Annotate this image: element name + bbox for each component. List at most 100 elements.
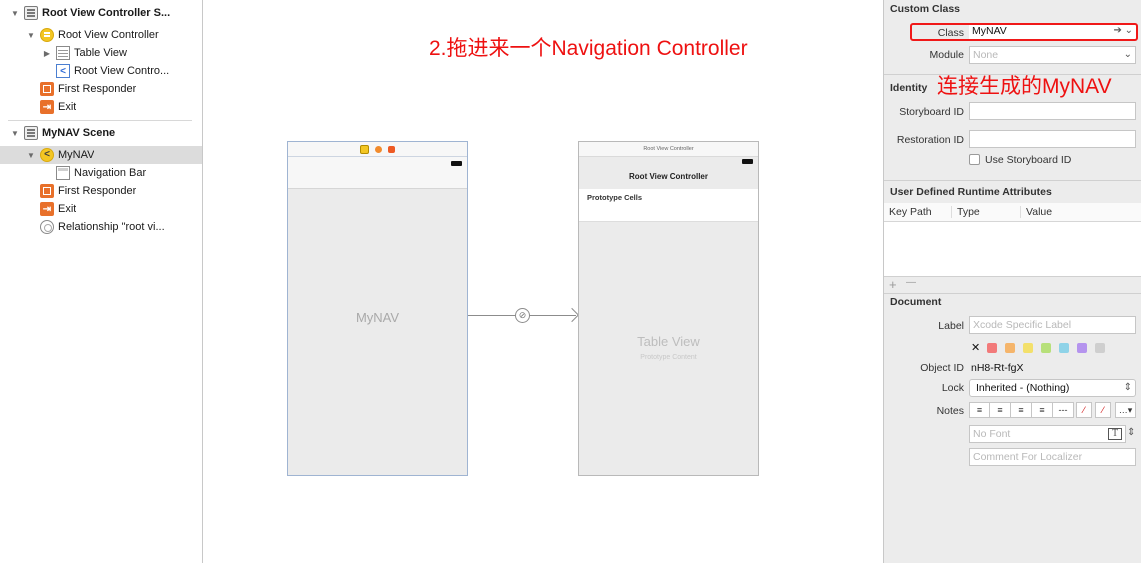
view-controller-icon[interactable] xyxy=(360,144,369,154)
align-natural-icon[interactable]: --- xyxy=(1053,402,1074,418)
use-storyboard-id-label: Use Storyboard ID xyxy=(985,154,1072,166)
comment-for-localizer-input[interactable]: Comment For Localizer xyxy=(969,448,1136,466)
class-value: MyNAV xyxy=(972,25,1007,37)
disclosure-collapse-icon[interactable]: ▼ xyxy=(27,30,35,40)
lock-label: Lock xyxy=(941,382,964,394)
annotation-connect-mynav: 连接生成的MyNAV xyxy=(937,75,1112,98)
mynav-navigation-controller-scene[interactable]: MyNAV xyxy=(287,141,468,476)
section-runtime-attributes-title: User Defined Runtime Attributes xyxy=(890,186,1052,198)
first-responder-icon[interactable] xyxy=(375,145,382,153)
font-placeholder: No Font xyxy=(973,428,1011,440)
table-view-subtitle: Prototype Content xyxy=(640,354,697,361)
font-stepper-icon[interactable]: ⇕ xyxy=(1127,427,1136,438)
navigation-title[interactable]: Root View Controller xyxy=(629,172,708,181)
column-type[interactable]: Type xyxy=(951,206,980,218)
exit-icon[interactable] xyxy=(388,145,395,153)
prototype-cells-section[interactable]: Prototype Cells xyxy=(579,189,758,222)
outline-label: Root View Controller xyxy=(58,29,159,41)
stepper-icon[interactable]: ⇕ xyxy=(1123,382,1132,393)
class-actions[interactable]: ➔ ⌄ xyxy=(1113,24,1133,38)
add-attribute-button[interactable]: + xyxy=(889,277,897,292)
view-controller-icon xyxy=(40,28,54,42)
disclosure-collapse-icon[interactable]: ▼ xyxy=(11,128,19,138)
color-swatch-yellow[interactable] xyxy=(1023,343,1033,353)
storyboard-id-label: Storyboard ID xyxy=(899,106,964,118)
outline-first-responder[interactable]: First Responder xyxy=(0,182,202,200)
section-divider xyxy=(884,74,1141,75)
more-options-icon[interactable]: …▾ xyxy=(1115,402,1136,418)
color-swatch-red[interactable] xyxy=(987,343,997,353)
scene-icon xyxy=(24,6,38,20)
segue-icon[interactable]: ⊘ xyxy=(515,308,530,323)
color-swatch-gray[interactable] xyxy=(1095,343,1105,353)
clear-color-icon[interactable]: ✕ xyxy=(971,342,981,354)
document-label-placeholder: Xcode Specific Label xyxy=(973,319,1072,331)
outline-label: MyNAV Scene xyxy=(42,127,116,139)
outline-mynav-scene[interactable]: ▼ MyNAV Scene xyxy=(0,124,202,142)
remove-attribute-button[interactable]: — xyxy=(906,277,916,288)
outline-first-responder[interactable]: First Responder xyxy=(0,80,202,98)
scene-label: MyNAV xyxy=(355,310,400,325)
color-swatch-green[interactable] xyxy=(1041,343,1051,353)
background-color-icon[interactable]: ⁄ xyxy=(1095,402,1111,418)
font-field[interactable]: No Font T xyxy=(969,425,1126,443)
chevron-down-icon[interactable]: ⌄ xyxy=(1123,49,1132,60)
disclosure-collapse-icon[interactable]: ▼ xyxy=(11,8,19,18)
disclosure-expand-icon[interactable]: ▶ xyxy=(43,48,51,58)
outline-navigation-bar[interactable]: Navigation Bar xyxy=(0,164,202,182)
first-responder-icon xyxy=(40,82,54,96)
outline-table-view[interactable]: ▶ Table View xyxy=(0,44,202,62)
outline-navigation-item[interactable]: < Root View Contro... xyxy=(0,62,202,80)
align-left-icon[interactable]: ≡ xyxy=(969,402,990,418)
font-picker-icon[interactable]: T xyxy=(1108,428,1122,440)
outline-exit[interactable]: ⇥ Exit xyxy=(0,200,202,218)
color-swatch-orange[interactable] xyxy=(1005,343,1015,353)
prototype-cells-label: Prototype Cells xyxy=(587,193,643,202)
outline-label: Table View xyxy=(74,47,127,59)
runtime-attributes-table[interactable] xyxy=(884,222,1141,277)
outline-label: First Responder xyxy=(58,185,137,197)
storyboard-id-input[interactable] xyxy=(969,102,1136,120)
class-label: Class xyxy=(937,27,964,39)
align-justify-icon[interactable]: ≡ xyxy=(1032,402,1053,418)
runtime-attributes-table-header: Key Path Type Value xyxy=(884,203,1141,222)
outline-mynav[interactable]: ▼ < MyNAV xyxy=(0,146,202,164)
outline-exit[interactable]: ⇥ Exit xyxy=(0,98,202,116)
color-swatch-blue[interactable] xyxy=(1059,343,1069,353)
chevron-down-icon[interactable]: ⌄ xyxy=(1124,25,1133,36)
root-view-controller-scene[interactable]: Root View Controller Root View Controlle… xyxy=(578,141,759,476)
navigation-bar[interactable] xyxy=(288,157,467,189)
storyboard-canvas[interactable]: 2.拖进来一个Navigation Controller MyNAV ⊘ Roo… xyxy=(203,0,883,563)
outline-label: Navigation Bar xyxy=(74,167,147,179)
scene-icon xyxy=(24,126,38,140)
disclosure-collapse-icon[interactable]: ▼ xyxy=(27,150,35,160)
color-swatch-purple[interactable] xyxy=(1077,343,1087,353)
relationship-icon xyxy=(40,220,54,234)
navigation-bar-icon xyxy=(56,166,70,180)
document-label-input[interactable]: Xcode Specific Label xyxy=(969,316,1136,334)
text-color-icon[interactable]: ⁄ xyxy=(1076,402,1092,418)
outline-label: Relationship "root vi... xyxy=(58,221,165,233)
section-divider xyxy=(884,180,1141,181)
restoration-id-input[interactable] xyxy=(969,130,1136,148)
class-field[interactable]: MyNAV ➔ ⌄ xyxy=(969,24,1136,40)
first-responder-icon xyxy=(40,184,54,198)
align-center-icon[interactable]: ≡ xyxy=(990,402,1011,418)
lock-select[interactable]: Inherited - (Nothing) ⇕ xyxy=(969,379,1136,397)
outline-root-view-controller[interactable]: ▼ Root View Controller xyxy=(0,26,202,44)
outline-root-view-controller-scene[interactable]: ▼ Root View Controller S... xyxy=(0,4,202,22)
document-label-label: Label xyxy=(938,320,964,332)
module-field[interactable]: None ⌄ xyxy=(969,46,1136,64)
outline-relationship[interactable]: Relationship "root vi... xyxy=(0,218,202,236)
column-key-path[interactable]: Key Path xyxy=(889,206,932,218)
outline-label: First Responder xyxy=(58,83,137,95)
align-right-icon[interactable]: ≡ xyxy=(1011,402,1032,418)
table-view-title: Table View xyxy=(637,334,700,349)
restoration-id-label: Restoration ID xyxy=(896,134,964,146)
notes-alignment-segmented: ≡ ≡ ≡ ≡ --- xyxy=(969,402,1074,418)
notes-label: Notes xyxy=(936,405,964,417)
go-to-class-icon[interactable]: ➔ xyxy=(1113,25,1122,36)
use-storyboard-id-checkbox[interactable] xyxy=(969,154,980,165)
column-value[interactable]: Value xyxy=(1020,206,1052,218)
table-view-icon xyxy=(56,46,70,60)
